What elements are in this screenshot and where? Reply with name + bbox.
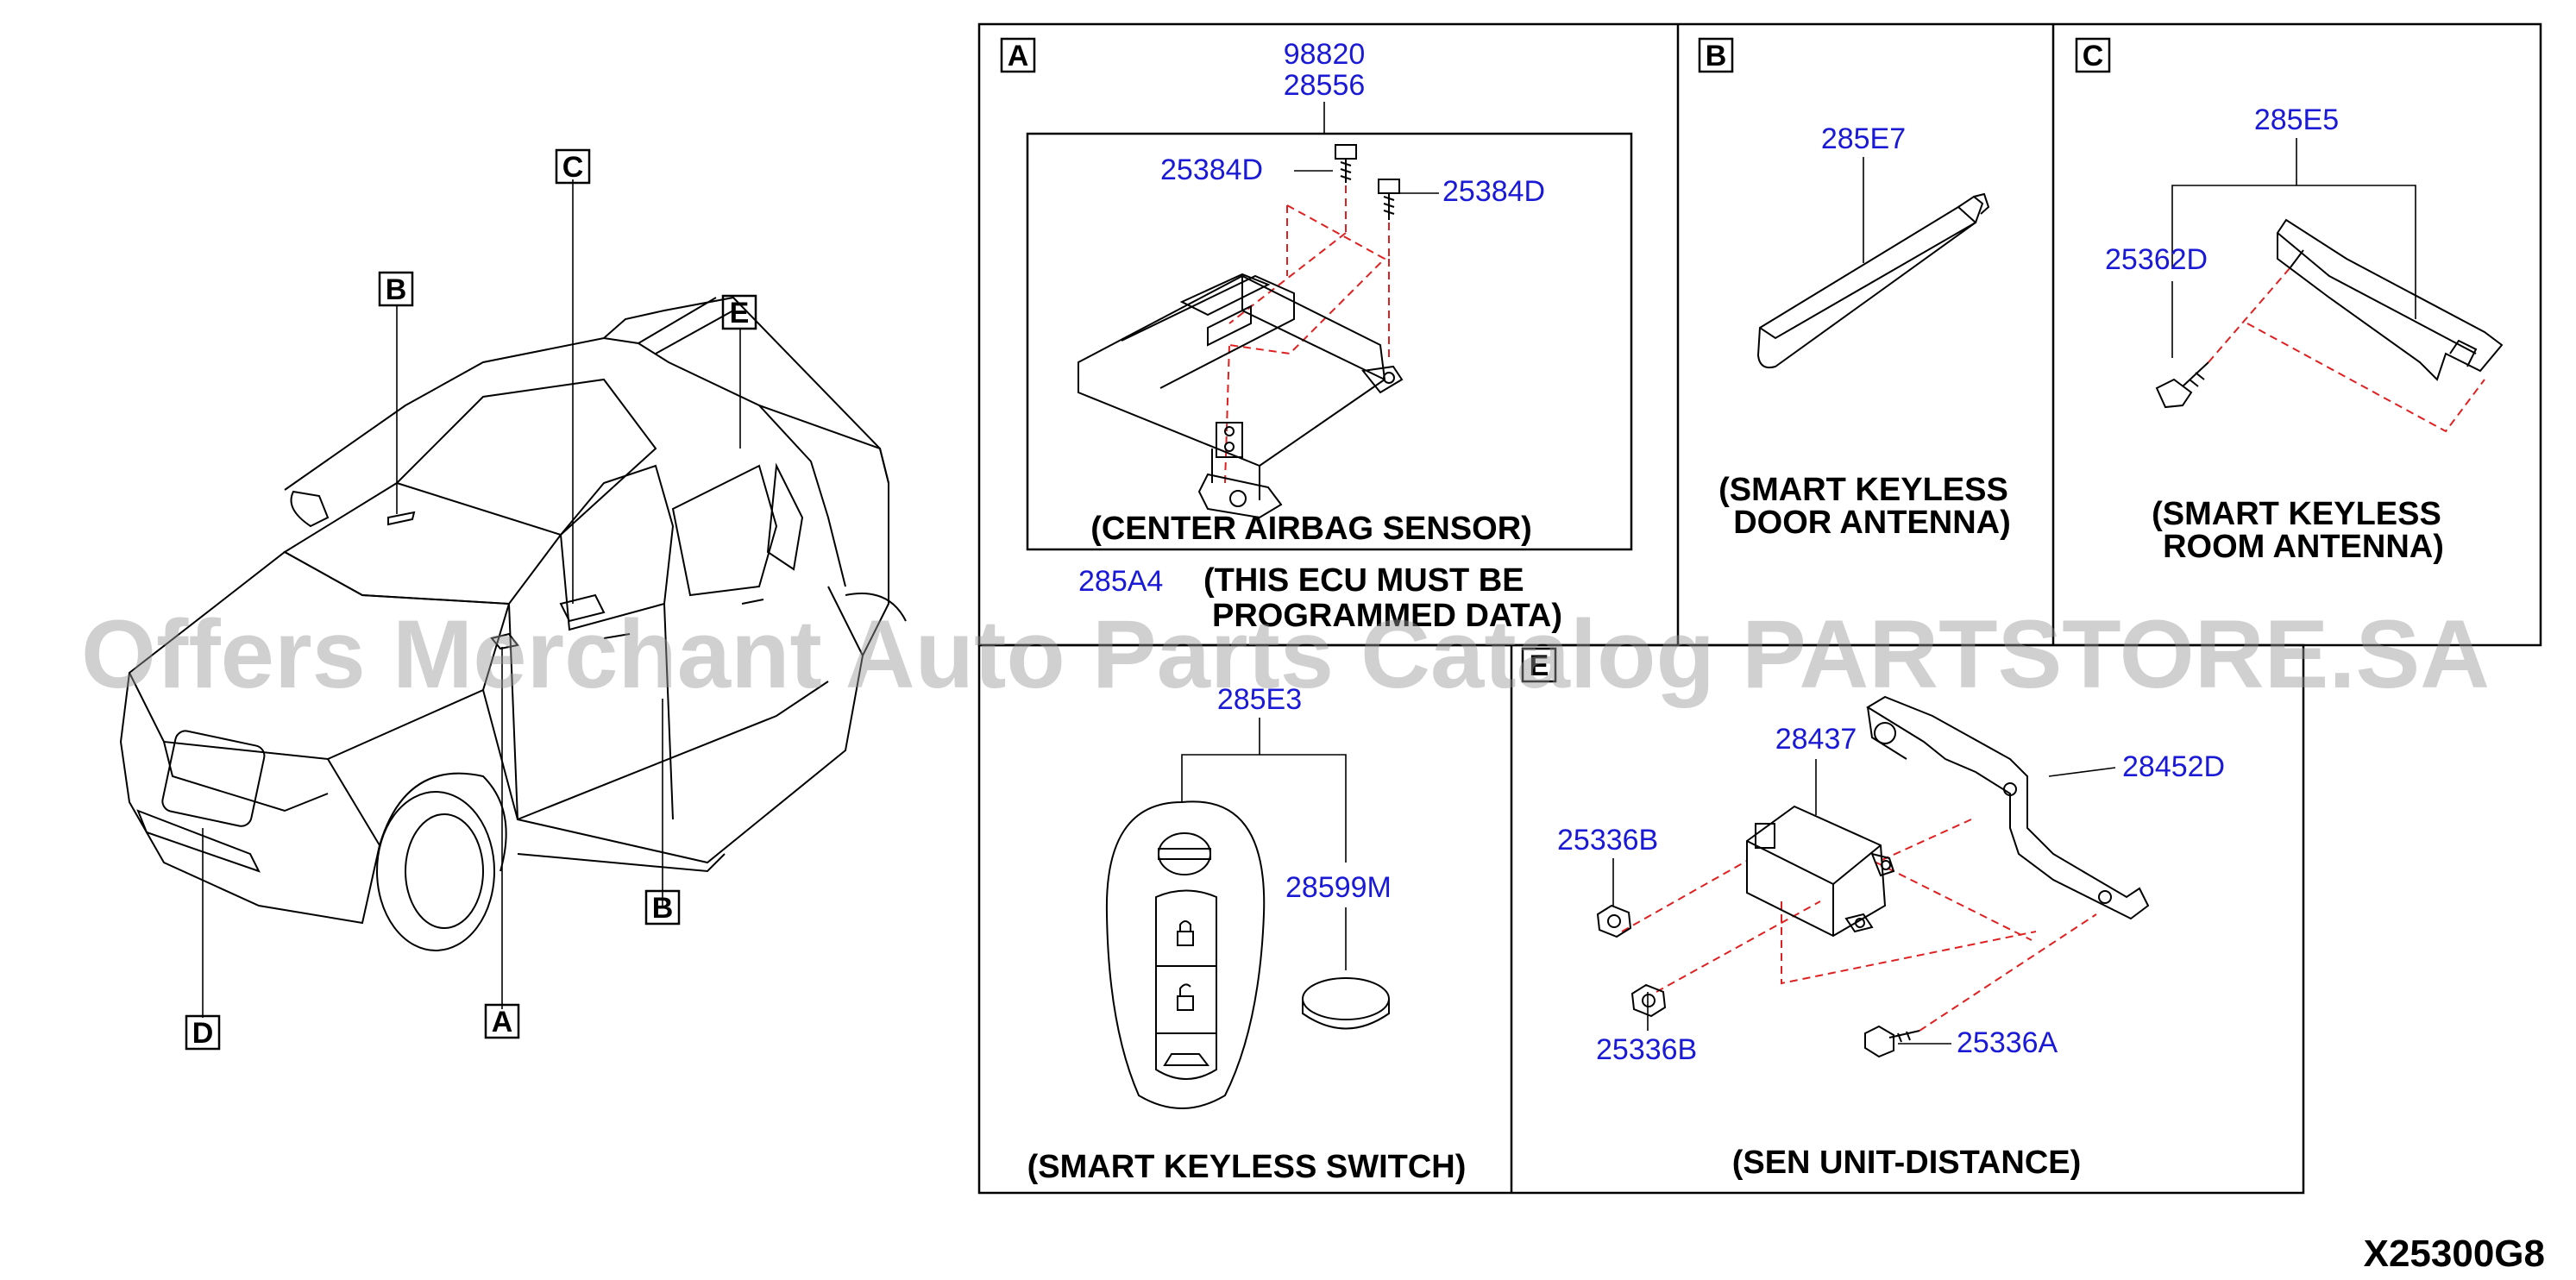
panel-b-door-antenna: B 285E7 (SMART KEYLESS DOOR ANTENNA) xyxy=(1698,37,2011,541)
callout-b-bottom xyxy=(644,889,681,925)
callout-b-top xyxy=(378,271,414,307)
part-25384d-left: 25384D xyxy=(1160,154,1263,186)
panel-a-inner-box xyxy=(1026,132,1633,551)
vehicle-callouts: B C E B A D xyxy=(185,148,757,1051)
part-25336b-bottom: 25336B xyxy=(1596,1033,1697,1066)
callout-d xyxy=(185,1014,221,1051)
door-antenna-icon xyxy=(1756,192,1990,369)
part-25336b-top: 25336B xyxy=(1557,824,1658,856)
callout-d-label: D xyxy=(192,1017,214,1050)
part-28599m: 28599M xyxy=(1285,871,1392,904)
room-antenna-icon xyxy=(2277,218,2504,381)
caption-room-antenna-line1: (SMART KEYLESS xyxy=(2152,496,2441,532)
panel-e-distance-sensor: E 28437 28452D 25336B 25336B 25336A xyxy=(1521,647,2225,1181)
panel-a-letter: A xyxy=(1008,40,1029,72)
caption-center-airbag-sensor: (CENTER AIRBAG SENSOR) xyxy=(1090,511,1532,547)
part-285e7: 285E7 xyxy=(1821,122,1906,155)
bolt-icon xyxy=(1335,144,1400,220)
vehicle-illustration xyxy=(119,296,907,951)
panel-a-airbag-sensor: A 98820 28556 25384D 25384D xyxy=(1000,37,1633,634)
part-285e5: 285E5 xyxy=(2254,104,2339,136)
key-fob-icon xyxy=(1105,800,1266,1109)
trunk-icon xyxy=(1163,1053,1210,1066)
part-28556: 28556 xyxy=(1284,69,1366,102)
part-98820: 98820 xyxy=(1284,38,1366,71)
callout-b-bottom-label: B xyxy=(652,892,674,925)
watermark: Offers Merchant Auto Parts Catalog PARTS… xyxy=(81,600,2490,708)
unlock-icon xyxy=(1177,983,1194,1011)
bolt-icon xyxy=(2155,361,2209,409)
caption-keyless-switch: (SMART KEYLESS SWITCH) xyxy=(1027,1149,1467,1185)
panel-c-room-antenna: C 285E5 25362D (SMART KEYLESS ROOM ANTEN… xyxy=(2075,37,2504,565)
panel-e-letter: E xyxy=(1530,649,1549,682)
note-ecu-line2: PROGRAMMED DATA) xyxy=(1212,598,1562,634)
nut-icon xyxy=(1596,904,1667,1018)
distance-sensor-icon xyxy=(1746,805,1895,938)
panel-b-letter: B xyxy=(1706,40,1727,72)
callout-a xyxy=(484,1003,520,1039)
caption-room-antenna-line2: ROOM ANTENNA) xyxy=(2163,529,2444,565)
bolt-icon xyxy=(1864,1025,1920,1058)
callout-c-label: C xyxy=(562,151,584,184)
caption-door-antenna-line2: DOOR ANTENNA) xyxy=(1733,505,2011,541)
diagram-code: X25300G8 xyxy=(2364,1233,2545,1275)
battery-icon xyxy=(1302,977,1390,1030)
callout-c xyxy=(555,148,591,185)
airbag-sensor-icon xyxy=(1078,273,1404,519)
lock-icon xyxy=(1177,920,1194,946)
panel-c-letter: C xyxy=(2083,40,2104,72)
callout-e-label: E xyxy=(730,297,750,329)
part-28452d: 28452D xyxy=(2122,750,2225,783)
part-285e3: 285E3 xyxy=(1217,683,1302,716)
note-ecu-line1: (THIS ECU MUST BE xyxy=(1203,562,1524,599)
caption-sen-unit-distance: (SEN UNIT-DISTANCE) xyxy=(1732,1145,2082,1181)
part-25336a: 25336A xyxy=(1957,1026,2058,1059)
caption-door-antenna-line1: (SMART KEYLESS xyxy=(1718,472,2008,508)
callout-b-top-label: B xyxy=(386,273,407,306)
panel-frames xyxy=(977,22,2542,1195)
part-25384d-right: 25384D xyxy=(1442,175,1545,208)
bracket-icon xyxy=(1866,695,2150,920)
panel-d-keyless-switch: 285E3 28599M (SMART KEYLESS SWITCH) xyxy=(1027,683,1467,1185)
part-285a4: 285A4 xyxy=(1078,565,1163,598)
part-25362d: 25362D xyxy=(2105,243,2208,276)
callout-a-label: A xyxy=(492,1006,513,1038)
callout-e xyxy=(721,294,757,330)
part-28437: 28437 xyxy=(1775,723,1857,756)
